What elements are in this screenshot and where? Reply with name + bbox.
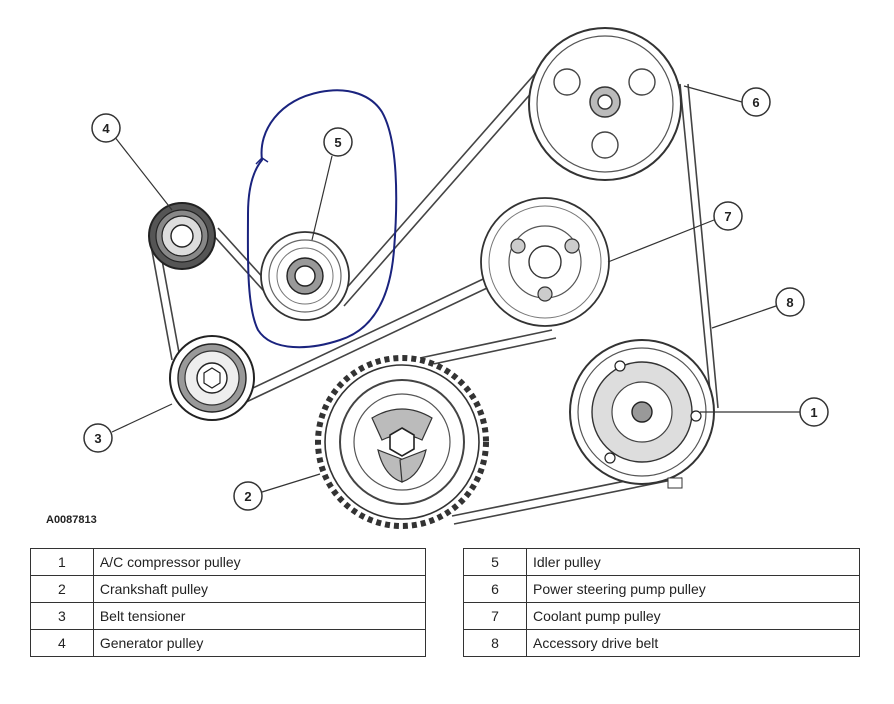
legend-row: 3 Belt tensioner bbox=[30, 602, 427, 630]
callout-3: 3 bbox=[83, 423, 113, 453]
belt-tensioner bbox=[169, 335, 255, 421]
svg-text:7: 7 bbox=[724, 209, 731, 224]
legend-table-left: 1 A/C compressor pulley 2 Crankshaft pul… bbox=[30, 548, 427, 657]
legend-num: 2 bbox=[30, 575, 94, 603]
legend-row: 4 Generator pulley bbox=[30, 629, 427, 657]
coolant-pump-pulley bbox=[480, 197, 610, 327]
legend-num: 3 bbox=[30, 602, 94, 630]
svg-text:3: 3 bbox=[94, 431, 101, 446]
legend-row: 1 A/C compressor pulley bbox=[30, 548, 427, 576]
legend-num: 1 bbox=[30, 548, 94, 576]
legend-num: 6 bbox=[463, 575, 527, 603]
svg-text:6: 6 bbox=[752, 95, 759, 110]
legend-num: 8 bbox=[463, 629, 527, 657]
ac-compressor-pulley bbox=[569, 339, 715, 489]
crankshaft-pulley bbox=[315, 355, 489, 529]
legend-num: 5 bbox=[463, 548, 527, 576]
legend-row: 2 Crankshaft pulley bbox=[30, 575, 427, 603]
callout-7: 7 bbox=[713, 201, 743, 231]
legend-desc: Generator pulley bbox=[92, 629, 427, 657]
idler-pulley bbox=[260, 231, 350, 321]
generator-pulley bbox=[148, 202, 216, 270]
power-steering-pump-pulley bbox=[528, 27, 682, 181]
callout-1: 1 bbox=[799, 397, 829, 427]
legend-row: 8 Accessory drive belt bbox=[463, 629, 860, 657]
legend-desc: Power steering pump pulley bbox=[526, 575, 860, 603]
callout-2: 2 bbox=[233, 481, 263, 511]
svg-text:4: 4 bbox=[102, 121, 110, 136]
callout-6: 6 bbox=[741, 87, 771, 117]
callout-8: 8 bbox=[775, 287, 805, 317]
legend-row: 7 Coolant pump pulley bbox=[463, 602, 860, 630]
figure-id: A0087813 bbox=[46, 514, 97, 526]
legend-desc: Belt tensioner bbox=[92, 602, 427, 630]
legend-desc: Coolant pump pulley bbox=[526, 602, 860, 630]
legend-desc: Accessory drive belt bbox=[526, 629, 860, 657]
belt-routing-diagram: 4 5 6 7 8 1 3 2 bbox=[83, 27, 829, 529]
svg-text:5: 5 bbox=[334, 135, 341, 150]
accessory-drive-belt bbox=[149, 67, 719, 525]
callout-5: 5 bbox=[323, 127, 353, 157]
callout-4: 4 bbox=[91, 113, 121, 143]
legend-num: 7 bbox=[463, 602, 527, 630]
legend-row: 6 Power steering pump pulley bbox=[463, 575, 860, 603]
legend-desc: A/C compressor pulley bbox=[92, 548, 427, 576]
legend-desc: Crankshaft pulley bbox=[92, 575, 427, 603]
svg-text:1: 1 bbox=[810, 405, 817, 420]
svg-text:2: 2 bbox=[244, 489, 251, 504]
annotation-tick bbox=[255, 157, 269, 165]
legend-row: 5 Idler pulley bbox=[463, 548, 860, 576]
leader-lines bbox=[111, 85, 800, 493]
legend-table-right: 5 Idler pulley 6 Power steering pump pul… bbox=[463, 548, 860, 657]
legend-num: 4 bbox=[30, 629, 94, 657]
legend-desc: Idler pulley bbox=[526, 548, 860, 576]
svg-text:8: 8 bbox=[786, 295, 793, 310]
hand-drawn-circle-annotation bbox=[246, 89, 398, 349]
